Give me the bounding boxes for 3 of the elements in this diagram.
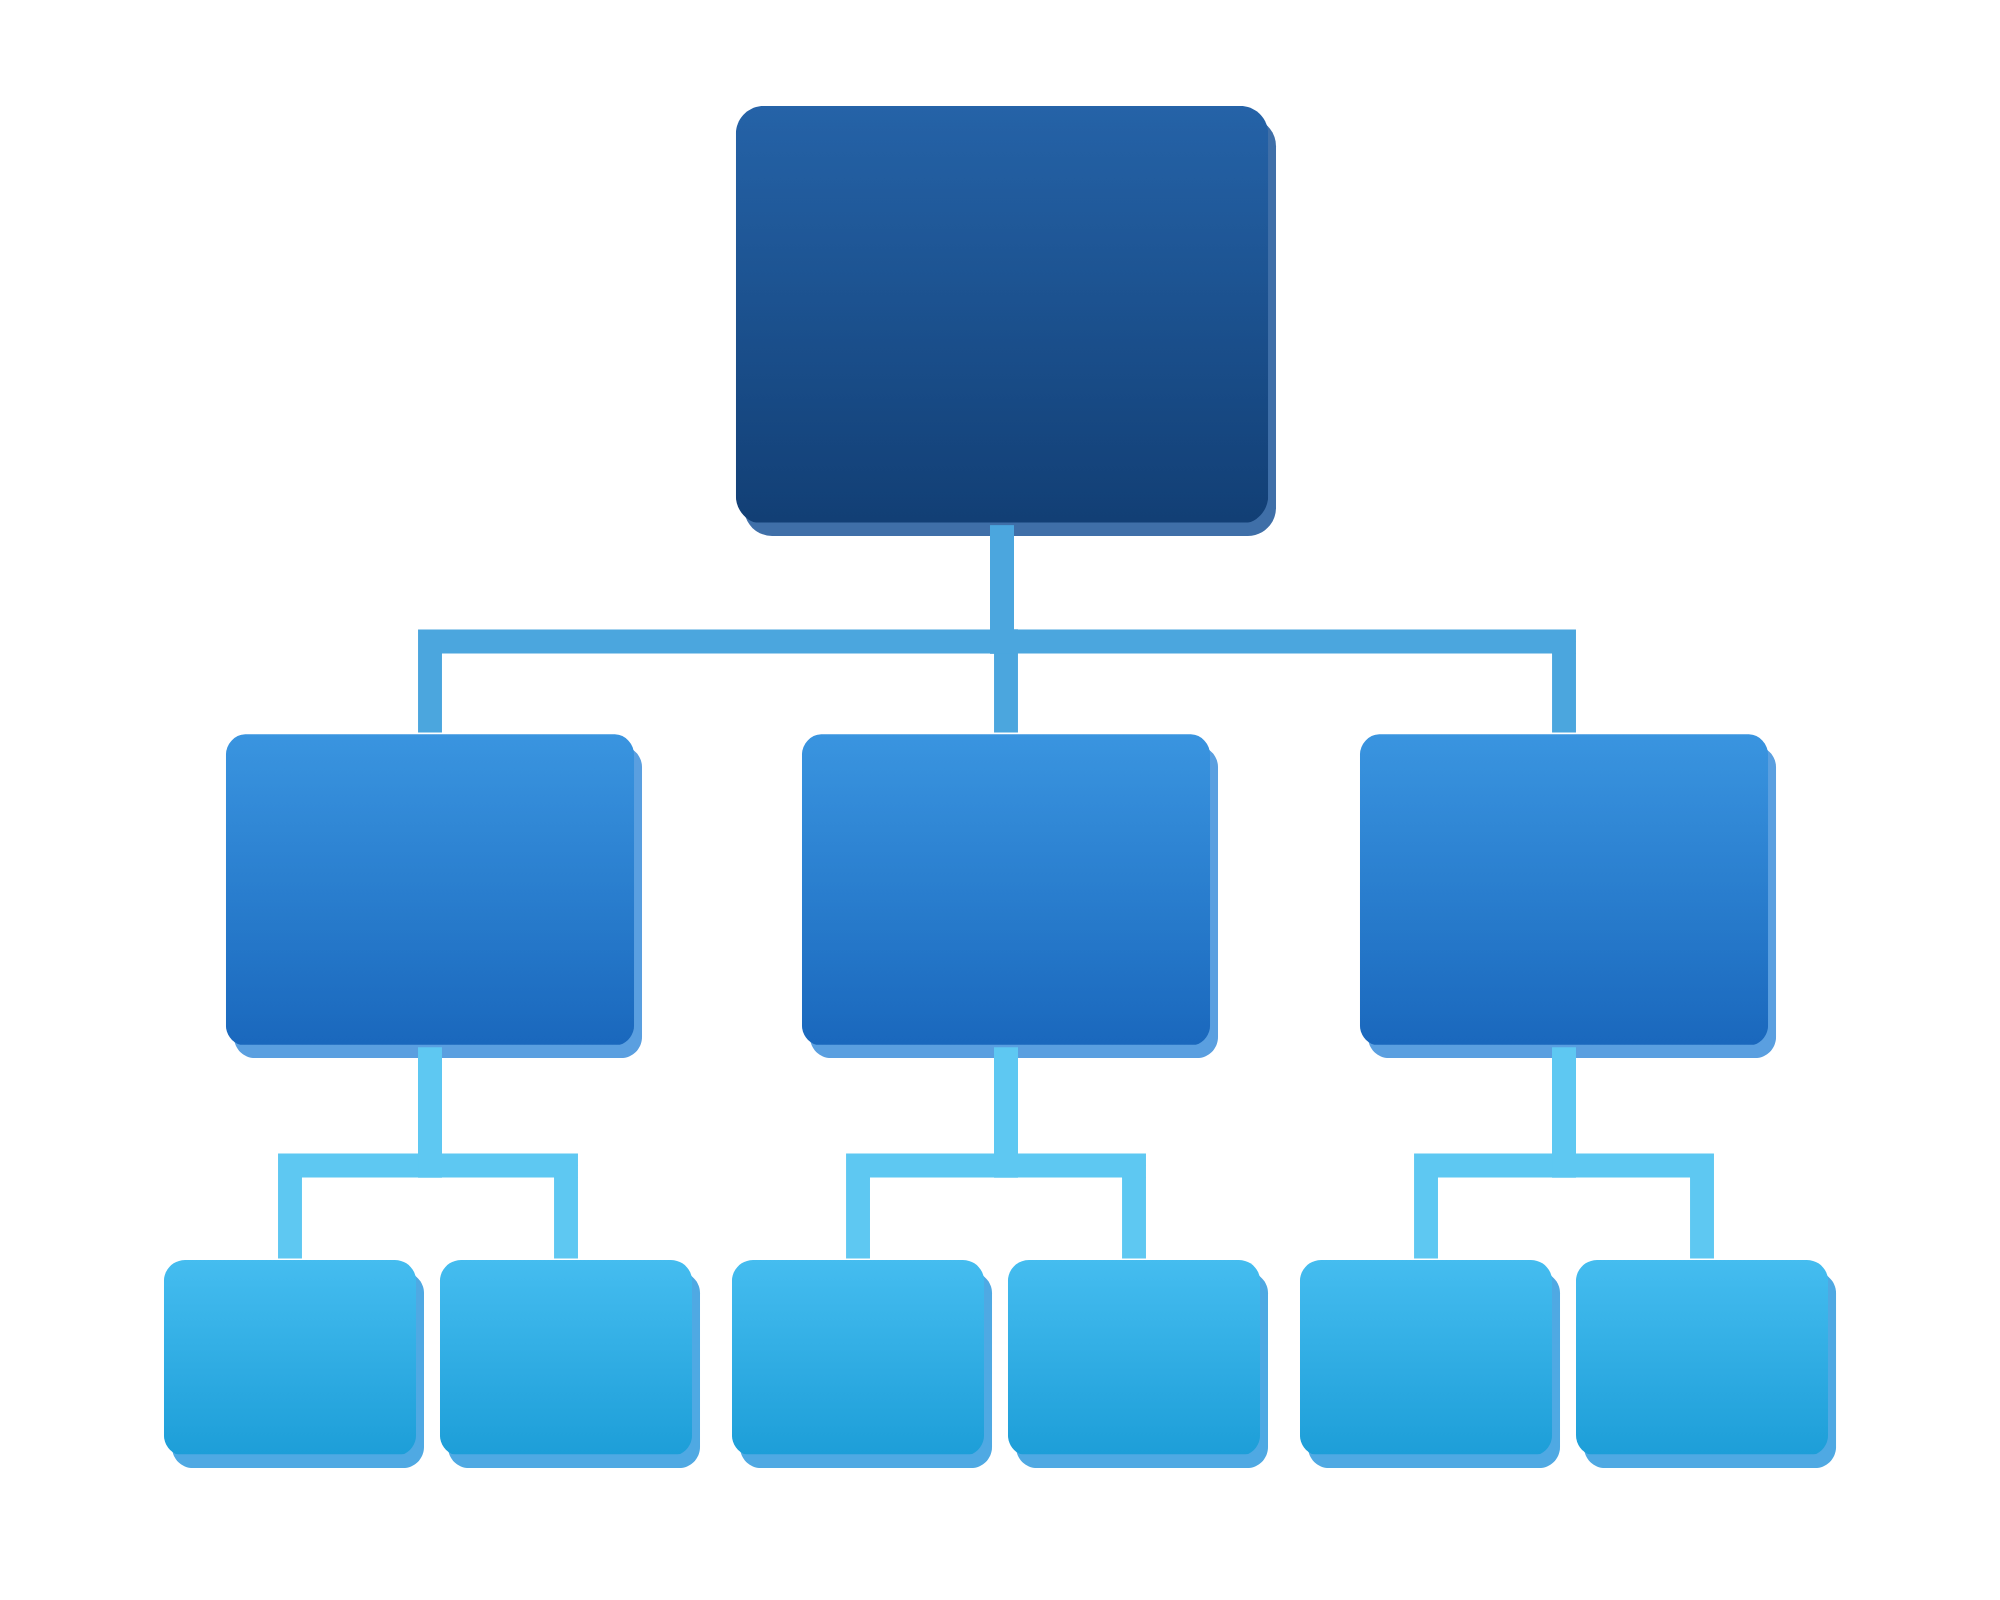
connector-line [994, 1047, 1146, 1259]
connector-line [418, 1047, 578, 1259]
connector-line [1552, 1047, 1714, 1259]
